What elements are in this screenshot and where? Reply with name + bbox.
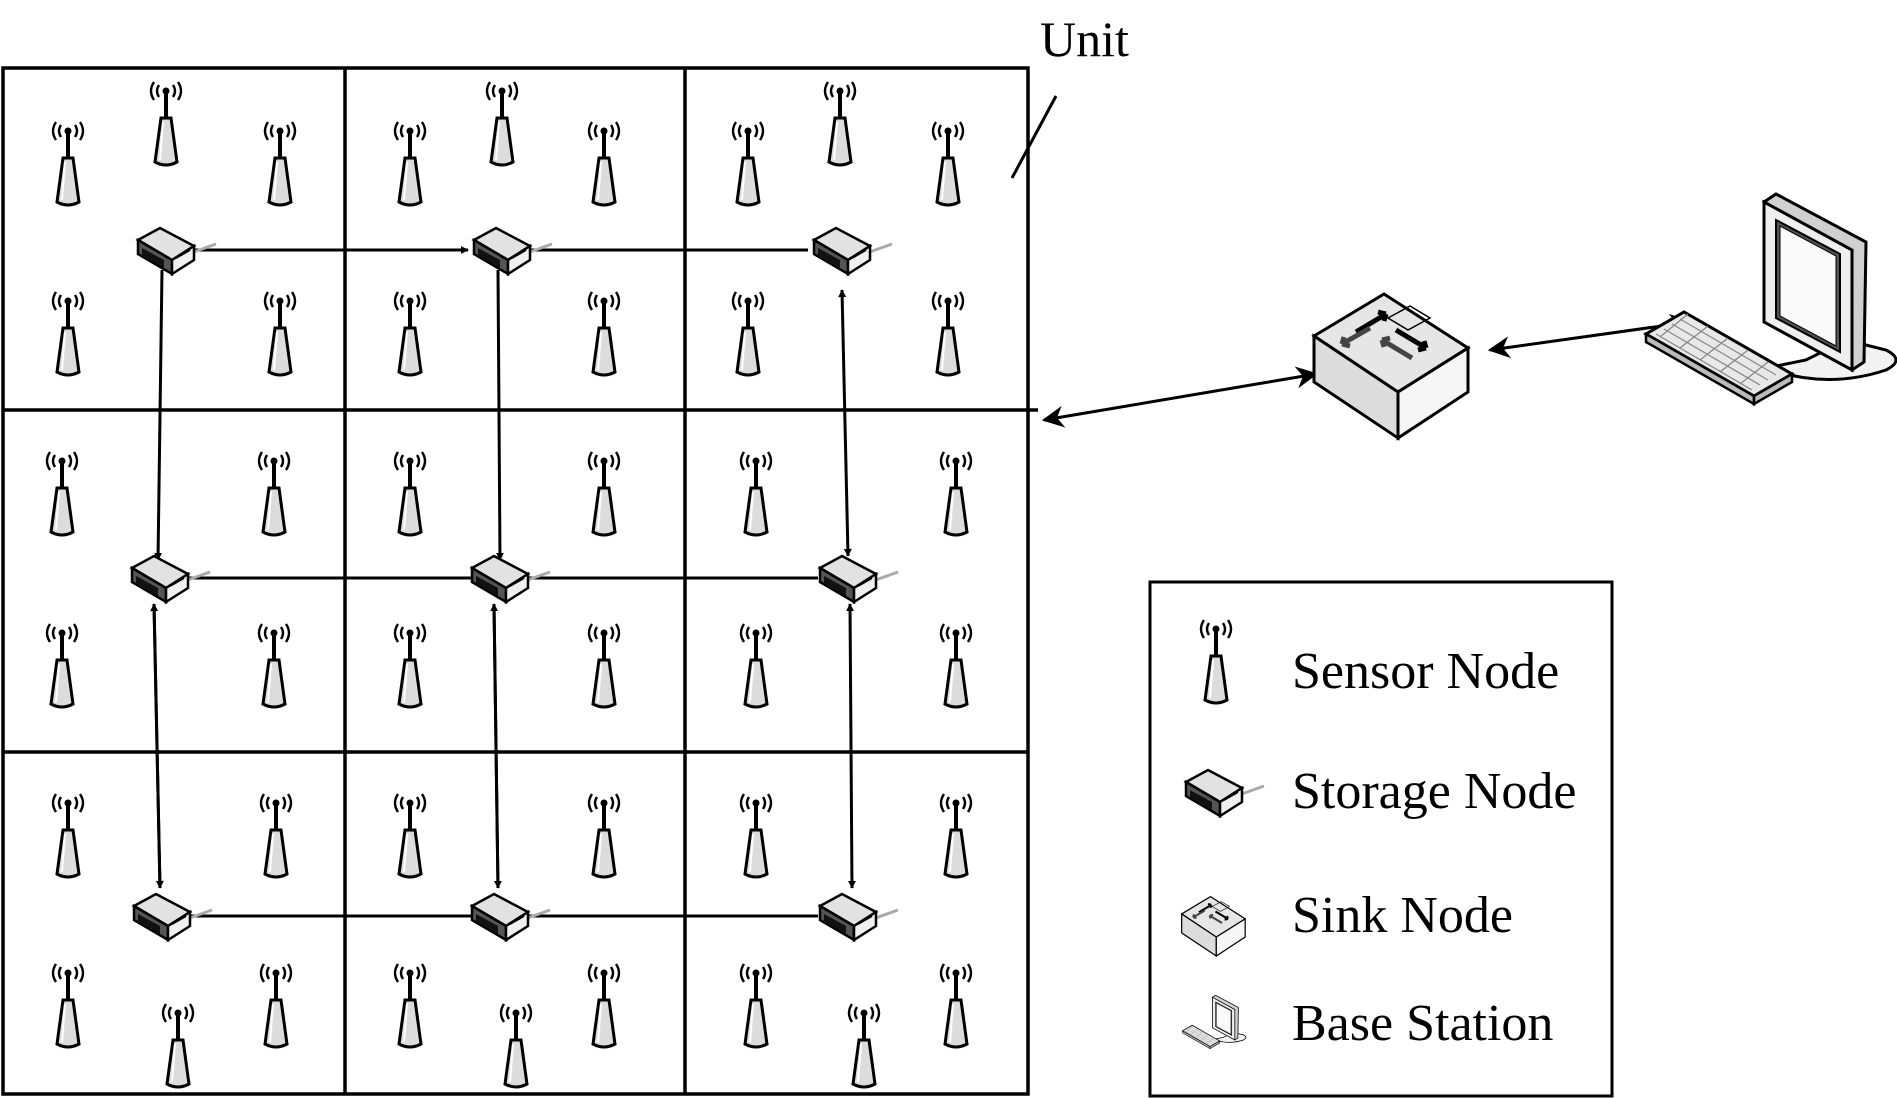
sensor-node-icon [51,962,85,1049]
sensor-node-icon [257,450,291,537]
sensor-node-icon [931,120,965,207]
sensor-node-icon [393,792,427,879]
storage-connections [150,246,856,918]
sensor-node-icon [45,450,79,537]
storage-nodes [130,226,900,942]
sensor-node-icon [939,792,973,879]
network-grid [1,66,1038,1096]
sensor-node-icon [939,962,973,1049]
sensor-node-icon [939,450,973,537]
connection-arrow [152,603,164,889]
sensor-node-icon [731,290,765,377]
connection-arrow [838,289,852,557]
connection-arrow [490,603,500,889]
sensor-node-icon [393,290,427,377]
sensor-node-icon [731,120,765,207]
legend-label-sink-node: Sink Node [1292,887,1513,944]
sensor-node-icon [823,80,857,167]
sensor-node-icon [51,120,85,207]
sensor-node-icon [259,792,293,879]
sensor-node-icon [499,1002,533,1089]
sensor-node-icon [931,290,965,377]
sensor-node-icon [393,962,427,1049]
legend-label-sensor-node: Sensor Node [1292,643,1559,700]
sensor-node-icon [739,450,773,537]
connection-arrow [495,269,504,561]
legend: Sensor Node Storage Node Sink Node Base … [1148,580,1614,1098]
sensor-node-icon [739,622,773,709]
sensor-node-icon [149,80,183,167]
legend-label-base-station: Base Station [1292,995,1553,1052]
sensor-node-icon [259,962,293,1049]
sensor-node-icon [257,622,291,709]
unit-pointer-line [1010,95,1058,179]
sensor-node-icon [587,792,621,879]
sensor-node-icon [587,450,621,537]
grid-outer-border [1,66,1030,1096]
sink-node-icon [1314,294,1468,438]
sensor-node-icon [51,792,85,879]
base-station-icon [1644,192,1897,406]
sensor-node-icon [587,120,621,207]
sensor-node-icon [485,80,519,167]
sensor-node-icon [45,622,79,709]
sensor-node-icon [587,290,621,377]
sensor-node-icon [739,962,773,1049]
storage-node-icon [818,892,900,942]
unit-label: Unit [1040,11,1129,67]
sensor-node-icon [587,622,621,709]
sensor-node-icon [587,962,621,1049]
storage-node-icon [812,226,894,276]
sensor-node-icon [161,1002,195,1089]
connection-arrow [154,269,164,561]
connection-arrow [846,603,856,889]
grid-to-sink-arrow [1041,366,1319,428]
sensor-node-icon [393,622,427,709]
sensor-node-icon [263,290,297,377]
sensor-node-icon [263,120,297,207]
sensor-node-icon [393,120,427,207]
sensor-node-icon [393,450,427,537]
storage-node-icon [818,554,900,604]
sensor-node-icon [51,290,85,377]
legend-label-storage-node: Storage Node [1292,763,1576,820]
sensor-node-icon [847,1002,881,1089]
sensor-node-icon [939,622,973,709]
sensor-node-icon [739,792,773,879]
